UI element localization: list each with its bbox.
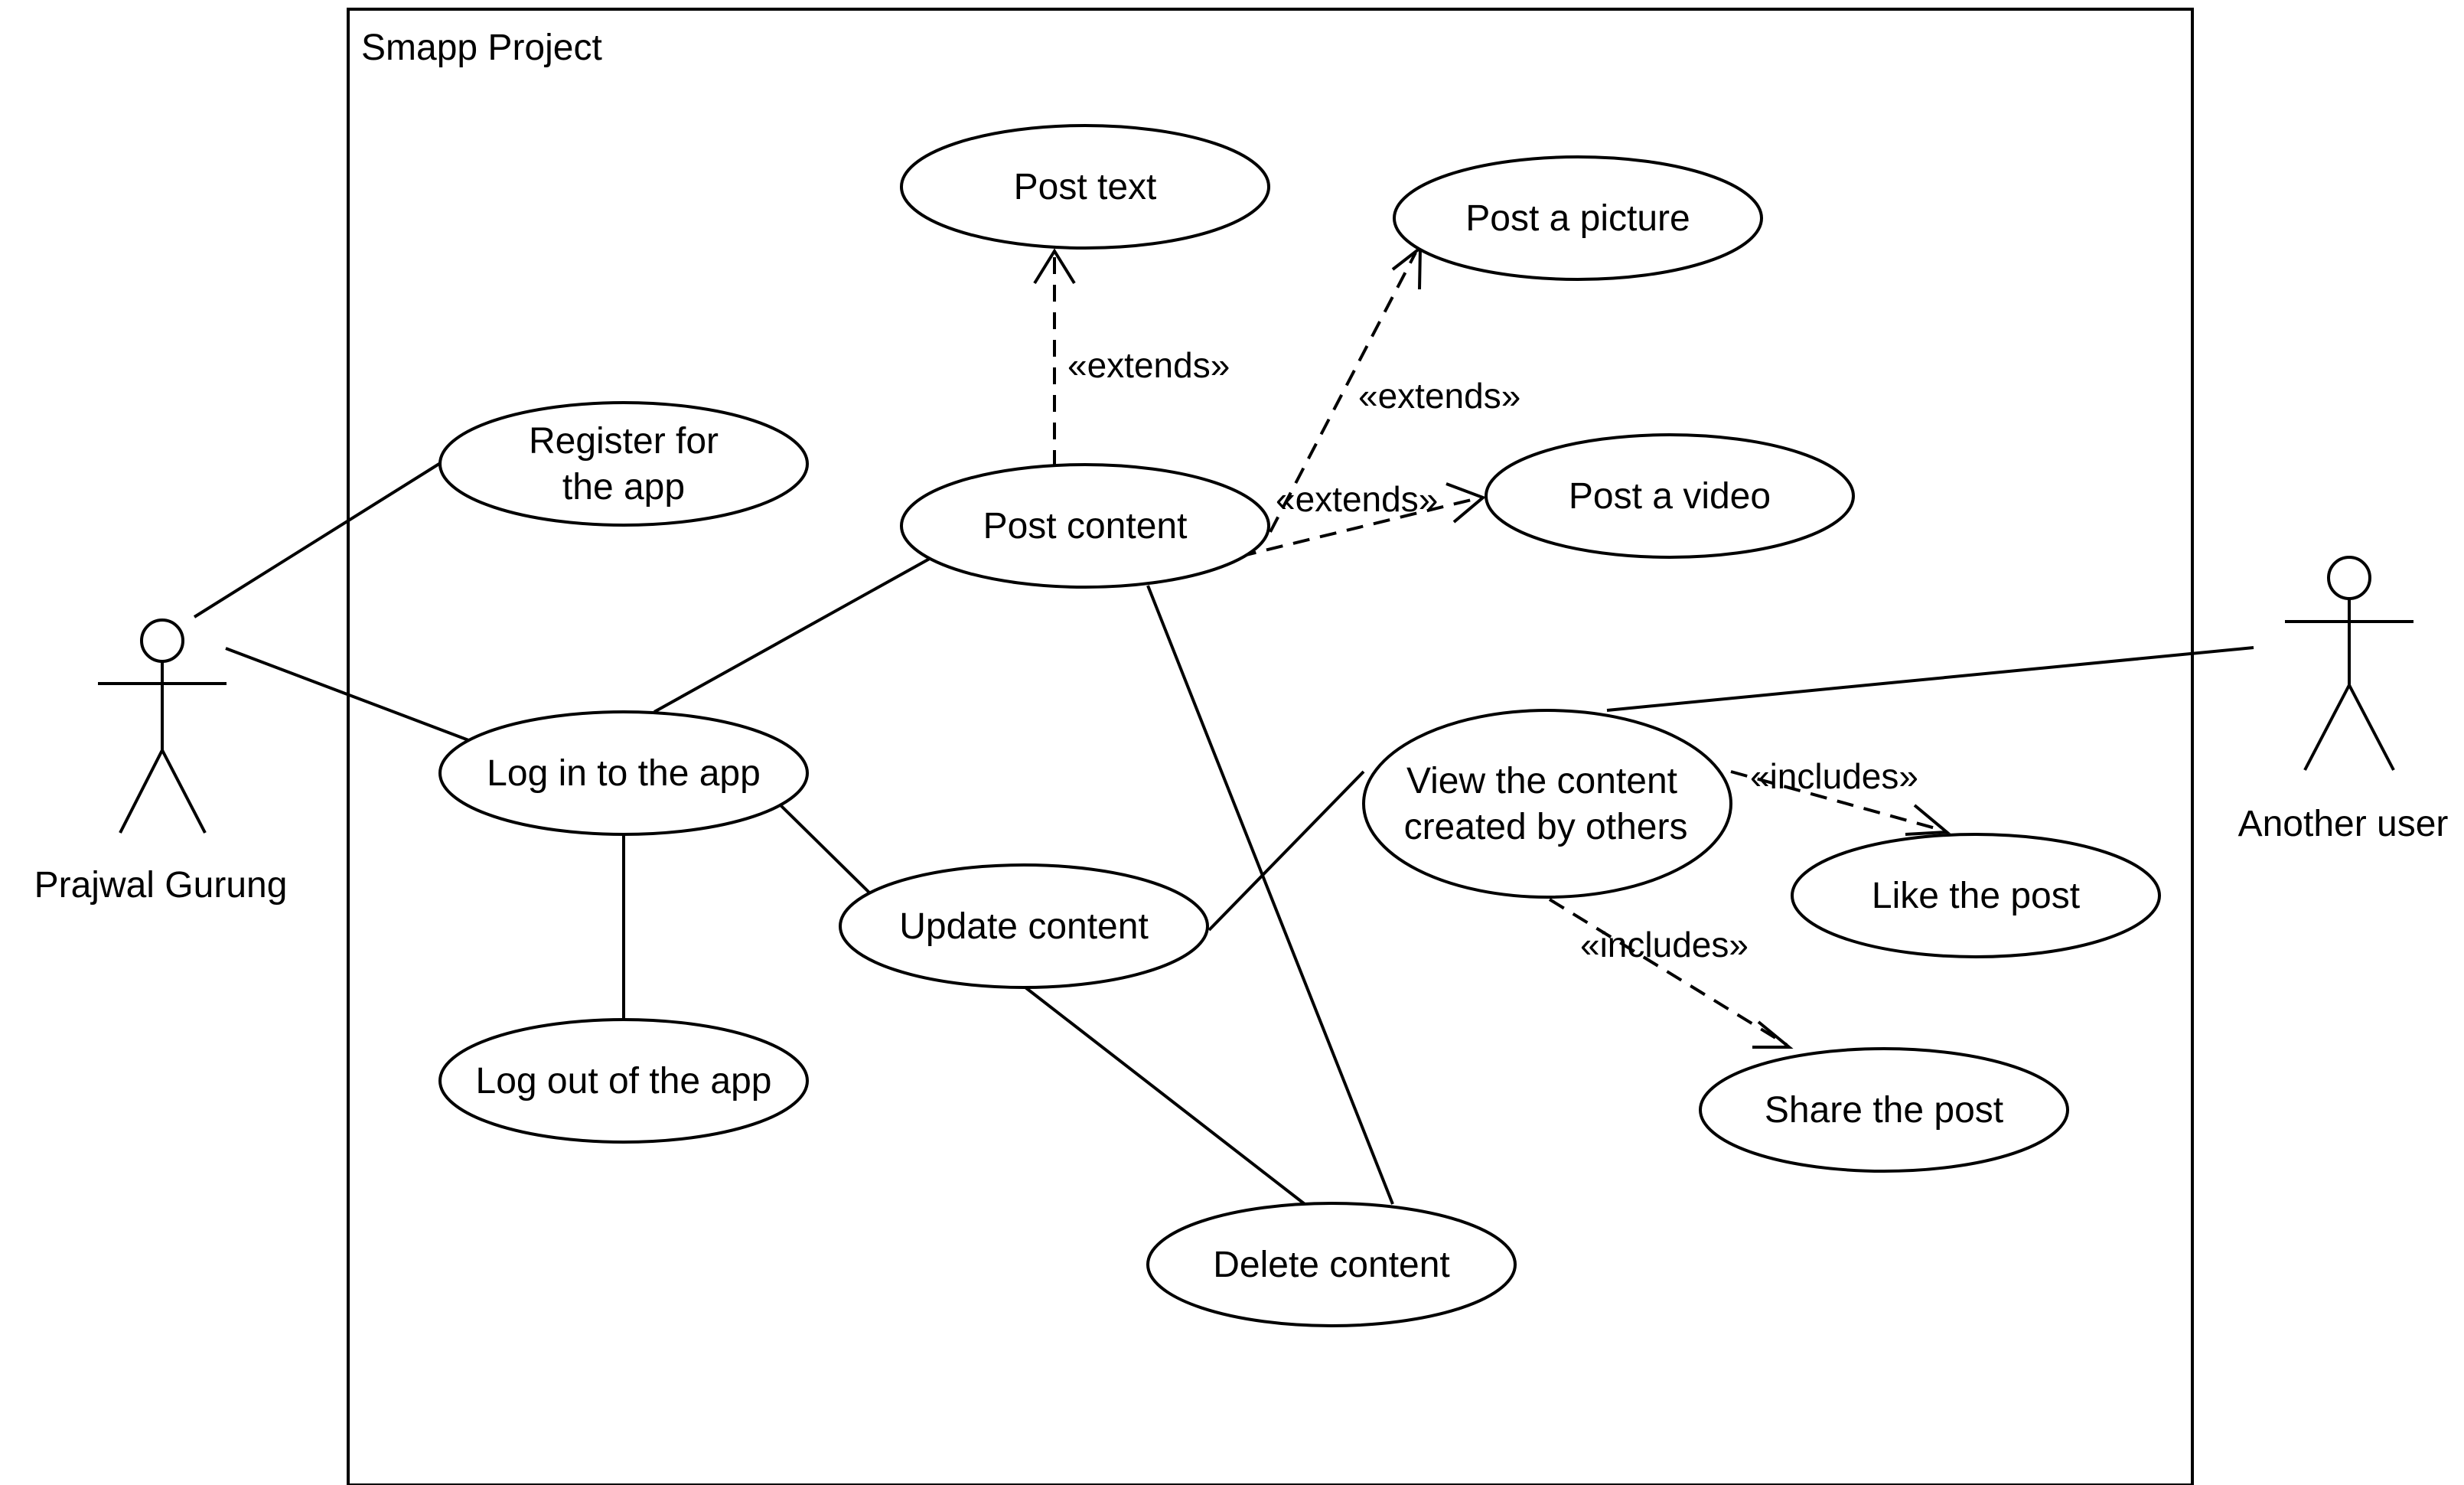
use-case-label: Like the post <box>1872 876 2080 916</box>
use-case-delete-content: Delete content <box>1146 1202 1517 1327</box>
use-case-label-line-1: Register for <box>529 421 719 462</box>
actor-head <box>2327 556 2371 600</box>
actor-left-leg <box>119 749 164 834</box>
use-case-ellipse <box>900 124 1270 250</box>
use-case-label: Post text <box>1014 167 1157 207</box>
use-case-ellipse <box>900 463 1270 589</box>
use-case-label-line-1: View the content <box>1406 761 1677 801</box>
use-case-ellipse <box>1485 433 1855 559</box>
includes-like-arrowhead <box>1905 804 1951 836</box>
includes-like-line <box>1730 770 1944 832</box>
use-case-like-post: Like the post <box>1791 833 2161 958</box>
use-case-label: Update content <box>899 906 1149 947</box>
extends-label-post-video: «extends» <box>1276 479 1438 519</box>
assoc-actor-login <box>225 647 471 742</box>
actor-secondary: Another user <box>2238 556 2449 844</box>
use-case-label-line-2: created by others <box>1404 807 1688 847</box>
actor-left-leg <box>2303 684 2351 771</box>
use-case-label-line-2: the app <box>562 467 685 508</box>
extends-post-picture-line <box>1269 252 1417 533</box>
assoc-actor-register <box>193 461 443 618</box>
use-case-post-text: Post text <box>900 124 1270 250</box>
actor-right-leg <box>2348 684 2395 771</box>
use-case-ellipse <box>839 863 1209 989</box>
use-case-register: Register for the app <box>438 401 809 527</box>
use-case-ellipse <box>1393 155 1763 281</box>
assoc-login-update <box>777 802 872 896</box>
use-case-label: Post content <box>983 506 1188 547</box>
actor-primary: Prajwal Gurung <box>34 618 288 906</box>
actor-right-leg <box>161 749 207 834</box>
use-case-label: Log out of the app <box>476 1061 772 1102</box>
extends-post-video-line <box>1239 496 1481 558</box>
use-case-ellipse <box>1362 709 1732 899</box>
use-case-post-picture: Post a picture <box>1393 155 1763 281</box>
use-case-post-video: Post a video <box>1485 433 1855 559</box>
use-case-label: Share the post <box>1765 1090 2003 1131</box>
use-case-view-content: View the content created by others <box>1362 709 1732 899</box>
use-case-log-in: Log in to the app <box>438 710 809 836</box>
use-case-ellipse <box>438 710 809 836</box>
extends-label-post-text: «extends» <box>1067 345 1230 385</box>
use-case-ellipse <box>1146 1202 1517 1327</box>
includes-share-line <box>1548 898 1788 1046</box>
actor-head <box>140 618 184 663</box>
use-case-log-out: Log out of the app <box>438 1018 809 1144</box>
use-case-label: Post a video <box>1569 476 1771 517</box>
actor-name: Prajwal Gurung <box>34 865 288 906</box>
use-case-label: Delete content <box>1213 1245 1450 1285</box>
use-case-ellipse <box>1699 1047 2069 1173</box>
use-case-label: Post a picture <box>1465 198 1690 239</box>
assoc-update-view <box>1208 770 1365 932</box>
use-case-share-post: Share the post <box>1699 1047 2069 1173</box>
system-title: Smapp Project <box>361 28 602 68</box>
includes-share-arrowhead <box>1752 1020 1794 1049</box>
use-case-ellipse <box>438 401 809 527</box>
system-boundary <box>347 8 2194 1485</box>
extends-post-text-arrowhead <box>1033 248 1076 285</box>
assoc-login-postcontent <box>653 555 934 713</box>
includes-label-like: «includes» <box>1750 756 1918 796</box>
use-case-update-content: Update content <box>839 863 1209 989</box>
use-case-label: Log in to the app <box>487 753 761 794</box>
assoc-postcontent-delete <box>1146 585 1394 1205</box>
extends-label-post-picture: «extends» <box>1358 376 1520 416</box>
use-case-ellipse <box>438 1018 809 1144</box>
assoc-update-delete <box>1024 986 1306 1206</box>
use-case-post-content: Post content <box>900 463 1270 589</box>
associations <box>193 461 2254 1206</box>
includes-label-share: «includes» <box>1580 925 1749 964</box>
extends-post-video-arrowhead <box>1445 482 1486 524</box>
use-case-ellipse <box>1791 833 2161 958</box>
assoc-view-actor2 <box>1606 646 2254 712</box>
actor-name: Another user <box>2238 804 2449 844</box>
